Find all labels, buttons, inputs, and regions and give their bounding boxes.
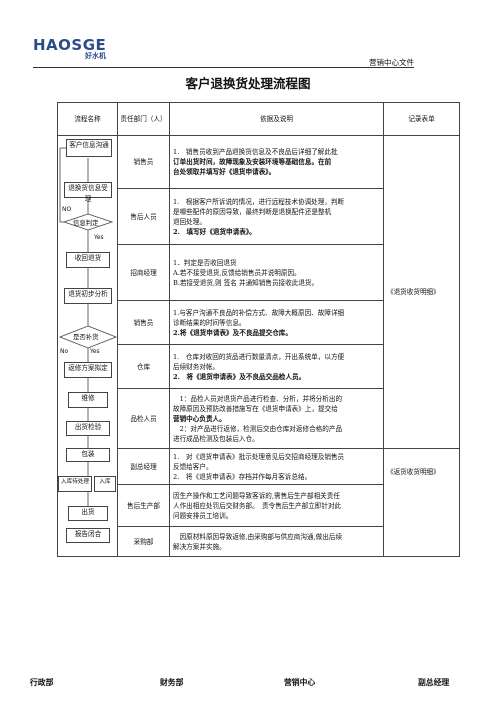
desc-line: A.若不接受退货,反馈给销售员并说明原因。 [173, 268, 301, 277]
dept-cell: 品检人员 [117, 388, 170, 449]
desc-line: 1. 对《退货申请表》批示处理意见后交招商经理及销售员 [173, 452, 345, 461]
flowchart-connectors [58, 147, 118, 506]
signature-marketing: 营销中心 [284, 678, 316, 687]
dept-cell: 售后生产部 [117, 484, 170, 527]
header-record: 记录表单 [383, 102, 460, 136]
desc-cell: 1. 对《退货申请表》批示处理意见后交招商经理及销售员 反馈给客户。 2. 将《… [169, 448, 384, 485]
desc-line: 订单出货时间，故障现象及安装环境等基础信息。在前 [173, 158, 332, 166]
flow-step-return-intake: 退换货信息受理 [64, 182, 112, 203]
desc-line: 诊断结果的时间等信息。 [173, 318, 246, 327]
dept-cell: 售后人员 [117, 188, 170, 245]
desc-line: 2. 将《退货申请表》及不良品交品检人员。 [173, 372, 306, 381]
table-row: 售后生产部 因生产操作和工艺问题导致客诉的,需售后生产部相关责任 人作出相应处罚… [58, 484, 460, 527]
table-row: 仓库 1. 仓库对收回的货品进行数量清点，开出系统单，以方便 后续财务对帐。 2… [58, 344, 460, 389]
flowchart-cell: 客户信息沟通 退换货信息受理 NO 信息判定 Yes 收回退货 退货初步分析 是… [57, 135, 118, 557]
dept-cell: 仓库 [117, 344, 170, 389]
signature-vp: 副总经理 [418, 678, 450, 687]
flow-label-no-2: No [60, 348, 69, 355]
desc-cell: 1：品检人员对退货产品进行检查、分析，并将分析出的 故障原因及预防改善措施写在《… [169, 388, 384, 449]
desc-line: 1. 仓库对收回的货品进行数量清点，开出系统单，以方便 [173, 352, 345, 361]
flow-step-report-close: 报告闭合 [66, 528, 110, 543]
desc-cell: 1.与客户沟通不良品的补偿方式、故障大概原因、故障详细 诊断结果的时间等信息。 … [169, 300, 384, 345]
table-row: 品检人员 1：品检人员对退货产品进行检查、分析，并将分析出的 故障原因及预防改善… [58, 388, 460, 449]
desc-cell: 1. 销售员收到产品退换货信息及不良品后详细了解此批 订单出货时间，故障现象及安… [169, 135, 384, 189]
dept-cell: 销售员 [117, 135, 170, 189]
flow-step-repair: 维修 [68, 392, 108, 408]
logo-sub: 好水机 [85, 52, 106, 60]
table-header-row: 流程名称 责任部门（人） 依据及说明 记录表单 [57, 102, 460, 136]
flow-step-repair-plan: 返修方案拟定 [64, 362, 112, 378]
desc-line: 1．判定是否收回退货 [173, 258, 237, 267]
table-row: 采购部 因原材料原因导致返修,由采购部与供应商沟通,做出后续 解决方案并实施。 [58, 526, 460, 557]
record-cell: 《返货收货明细》 [383, 448, 460, 557]
flow-label-yes-1: Yes [94, 234, 104, 241]
header-flow: 流程名称 [57, 102, 118, 136]
flow-step-packaging: 包装 [66, 448, 110, 462]
table-row: 售后人员 1. 根据客户所诉说的情况，进行远程技术协调处理，判断 是哪些配件的原… [58, 188, 460, 245]
desc-line: 是哪些配件的原因导致，最终判断是退换配件还是整机 [173, 207, 332, 216]
record-cell: 《退货收货明细》 [383, 135, 460, 449]
header-rule [33, 67, 414, 68]
flow-label-yes-2: Yes [90, 348, 100, 355]
table-row: 副总经理 1. 对《退货申请表》批示处理意见后交招商经理及销售员 反馈给客户。 … [58, 448, 460, 557]
desc-cell: 1. 仓库对收回的货品进行数量清点，开出系统单，以方便 后续财务对帐。 2. 将… [169, 344, 384, 389]
signature-finance: 财务部 [160, 678, 184, 687]
desc-line: 2.将《退货申请表》及不良品提交仓库。 [173, 328, 292, 337]
desc-line: 故障原因及预防改善措施写在《退货申请表》上，提交给 [173, 404, 338, 413]
header-basis: 依据及说明 [169, 102, 384, 136]
page-title: 客户退换货处理流程图 [185, 76, 311, 91]
desc-cell: 1. 根据客户所诉说的情况，进行远程技术协调处理，判断 是哪些配件的原因导致，最… [169, 188, 384, 245]
table-row: 招商经理 1．判定是否收回退货 A.若不接受退货,反馈给销售员并说明原因。 B.… [58, 244, 460, 301]
desc-line: 2. 填写好《退货申请表》。 [173, 227, 256, 236]
desc-line: 进行成品检测及包装后入仓。 [173, 434, 259, 443]
flow-decision-info: 信息判定 [73, 219, 99, 227]
header-dept: 责任部门（人） [117, 102, 170, 136]
dept-cell: 销售员 [117, 300, 170, 345]
logo: HAOSGE 好水机 [33, 36, 123, 62]
desc-cell: 1．判定是否收回退货 A.若不接受退货,反馈给销售员并说明原因。 B.若接受退货… [169, 244, 384, 301]
desc-line: 问题安排员工培训。 [173, 511, 233, 520]
desc-line: 反馈给客户。 [173, 462, 213, 471]
desc-line: 1.与客户沟通不良品的补偿方式、故障大概原因、故障详细 [173, 308, 345, 317]
process-table: 流程名称 责任部门（人） 依据及说明 记录表单 [57, 102, 460, 557]
desc-line: 后续财务对帐。 [173, 362, 220, 371]
table-row: 客户信息沟通 退换货信息受理 NO 信息判定 Yes 收回退货 退货初步分析 是… [57, 135, 460, 557]
signature-admin: 行政部 [30, 678, 54, 687]
header-dept: 营销中心文件 [369, 58, 414, 67]
flow-step-customer-contact: 客户信息沟通 [66, 139, 112, 157]
desc-line: 台处领取并填写好《退货申请表》。 [173, 168, 276, 176]
dept-cell: 副总经理 [117, 448, 170, 485]
flow-step-storage: 入库 [94, 476, 116, 492]
dept-cell: 采购部 [117, 526, 170, 557]
desc-line: 2：对产品进行返修，检测后交由仓库对返修合格的产品 [173, 424, 343, 433]
desc-line: 1. 根据客户所诉说的情况，进行远程技术协调处理，判断 [173, 197, 345, 206]
desc-line: 因生产操作和工艺问题导致客诉的,需售后生产部相关责任 [173, 491, 340, 500]
flow-step-receive-return: 收回退货 [66, 252, 110, 268]
flow-step-shipping-inspection: 出货检验 [66, 421, 110, 436]
table-row: 销售员 1.与客户沟通不良品的补偿方式、故障大概原因、故障详细 诊断结果的时间等… [58, 300, 460, 345]
flow-step-shipment: 出货 [68, 506, 108, 521]
desc-line: 人作出相应处罚后交财务部。 责令售后生产部立即针对此 [173, 501, 342, 510]
desc-line: 1：品检人员对退货产品进行检查、分析，并将分析出的 [173, 394, 343, 403]
flow-step-pending-storage: 入库待处理 [58, 476, 92, 492]
desc-cell: 因原材料原因导致返修,由采购部与供应商沟通,做出后续 解决方案并实施。 [169, 526, 384, 557]
flow-label-no-1: NO [62, 206, 72, 213]
dept-cell: 招商经理 [117, 244, 170, 301]
desc-line: 2. 将《退货申请表》存档并作每月客诉总结。 [173, 472, 312, 481]
logo-text: HAOSGE [33, 36, 107, 54]
desc-line: 1. 销售员收到产品退换货信息及不良品后详细了解此批 [173, 148, 338, 156]
desc-cell: 因生产操作和工艺问题导致客诉的,需售后生产部相关责任 人作出相应处罚后交财务部。… [169, 484, 384, 527]
desc-line: 退回处理。 [173, 217, 206, 226]
desc-line: 因原材料原因导致返修,由采购部与供应商沟通,做出后续 [173, 532, 343, 541]
desc-line: 营销中心负责人。 [173, 414, 226, 423]
flow-step-initial-analysis: 退货初步分析 [64, 288, 112, 304]
flow-decision-restock: 是否补货 [73, 333, 99, 341]
desc-line: B.若接受退货,则 签名 并通知销售员接收此退货。 [173, 278, 319, 287]
desc-line: 解决方案并实施。 [173, 542, 226, 551]
